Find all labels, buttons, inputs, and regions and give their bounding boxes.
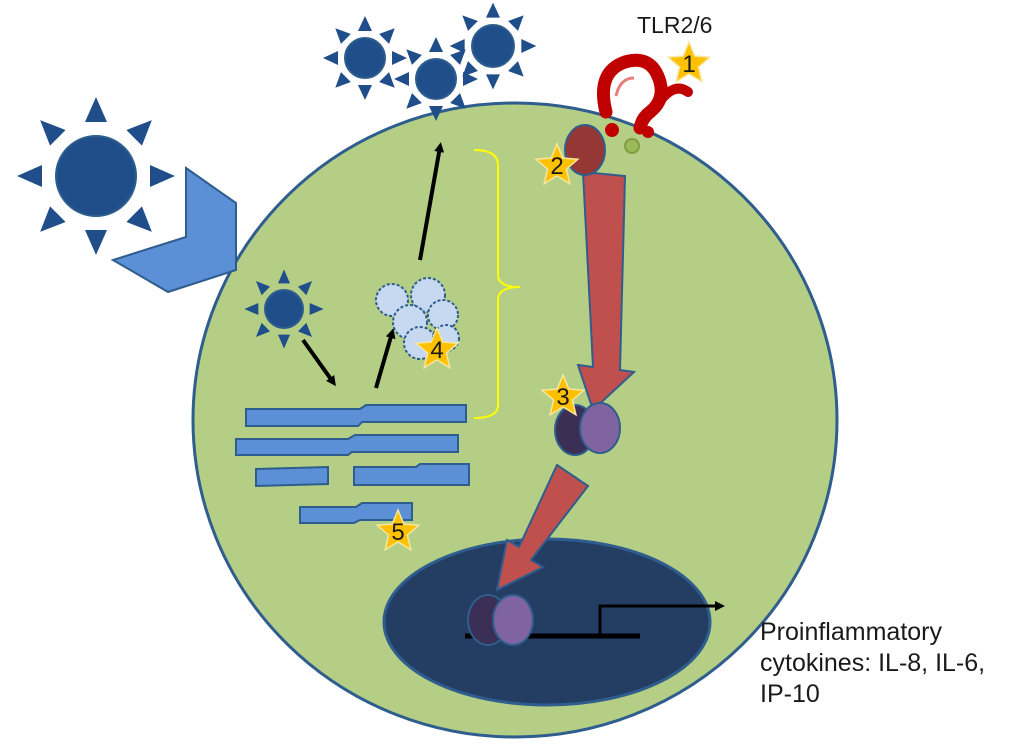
virus-spike xyxy=(85,97,107,122)
arrow-er-to-replication xyxy=(374,328,396,389)
virus-spike xyxy=(486,2,500,18)
virus-spike xyxy=(255,322,271,338)
nuclear-complex xyxy=(467,594,534,646)
virus-spike xyxy=(486,74,500,90)
virus-spike xyxy=(358,85,372,100)
virus-spike xyxy=(244,303,259,315)
output-line-1: Proinflammatory xyxy=(760,618,942,646)
virus-spike xyxy=(309,303,324,315)
virus-spike xyxy=(450,93,466,109)
released-virion-1 xyxy=(323,16,407,100)
virus-spike xyxy=(406,93,422,109)
nucleus xyxy=(382,537,712,707)
extracellular-virus-large xyxy=(17,97,175,255)
virus-capsid xyxy=(415,58,457,100)
virus-spike xyxy=(394,72,409,86)
virus-spike xyxy=(85,230,107,255)
virus-spike xyxy=(508,15,524,31)
virus-spike xyxy=(429,106,443,121)
virus-capsid xyxy=(471,24,515,68)
released-virion-3 xyxy=(394,37,478,121)
arrow-release xyxy=(418,142,445,261)
virus-spike xyxy=(150,165,175,187)
internalized-virus xyxy=(244,269,324,349)
step-marker-4: 4 xyxy=(414,326,460,370)
virus-spike xyxy=(297,322,313,338)
virus-spike xyxy=(379,72,395,88)
virus-spike xyxy=(429,37,443,52)
step-marker-5: 5 xyxy=(375,508,421,552)
star-shape xyxy=(375,508,421,552)
cytokine-output-label: Proinflammatory cytokines: IL-8, IL-6, I… xyxy=(760,617,1020,710)
virus-spike xyxy=(379,28,395,44)
output-line-2: cytokines: IL-8, IL-6, xyxy=(760,649,986,677)
entry-receptor-chevron xyxy=(110,166,237,294)
step-number: 4 xyxy=(430,337,443,364)
step-number: 3 xyxy=(556,384,569,411)
step-number: 1 xyxy=(682,51,695,78)
star-shape xyxy=(540,373,586,417)
arrow-virus-to-er xyxy=(301,338,336,387)
step-marker-1: 1 xyxy=(666,40,712,84)
virus-spike xyxy=(126,120,152,146)
virus-spike xyxy=(40,120,66,146)
adaptor-protein xyxy=(564,124,606,176)
signal-arrow-adaptor-to-complex xyxy=(576,170,637,412)
virus-spike xyxy=(358,16,372,31)
virus-spike xyxy=(40,206,66,232)
replication-bracket xyxy=(473,149,521,419)
virus-spike xyxy=(449,39,465,53)
transcription-arrow xyxy=(598,601,725,636)
step-number: 2 xyxy=(550,153,563,180)
virus-spike xyxy=(521,39,537,53)
virus-spike xyxy=(255,280,271,296)
star-shape xyxy=(414,326,460,370)
signal-arrow-complex-to-nucleus xyxy=(495,463,590,592)
virus-spike xyxy=(462,15,478,31)
virus-capsid xyxy=(344,37,386,79)
er-membranes xyxy=(235,404,470,524)
step-number: 5 xyxy=(391,519,404,546)
virus-spike xyxy=(450,49,466,65)
virus-spike xyxy=(323,51,338,65)
virus-spike xyxy=(335,28,351,44)
virus-spike xyxy=(508,61,524,77)
virus-spike xyxy=(278,334,290,349)
virus-spike xyxy=(278,269,290,284)
virus-spike xyxy=(297,280,313,296)
released-virion-2 xyxy=(449,2,537,90)
step-marker-2: 2 xyxy=(534,142,580,186)
virus-capsid xyxy=(55,135,137,217)
virus-spike xyxy=(335,72,351,88)
output-line-3: IP-10 xyxy=(760,680,820,708)
virus-spike xyxy=(463,72,478,86)
star-shape xyxy=(534,142,580,186)
virus-spike xyxy=(126,206,152,232)
virus-capsid xyxy=(264,289,304,329)
step-marker-3: 3 xyxy=(540,373,586,417)
virus-spike xyxy=(392,51,407,65)
virus-spike xyxy=(462,61,478,77)
tlr2-6-receptor xyxy=(596,53,693,154)
star-shape xyxy=(666,40,712,84)
receptor-label: TLR2/6 xyxy=(637,12,712,38)
virus-spike xyxy=(17,165,42,187)
cytoplasmic-complex xyxy=(554,402,621,456)
virus-spike xyxy=(406,49,422,65)
